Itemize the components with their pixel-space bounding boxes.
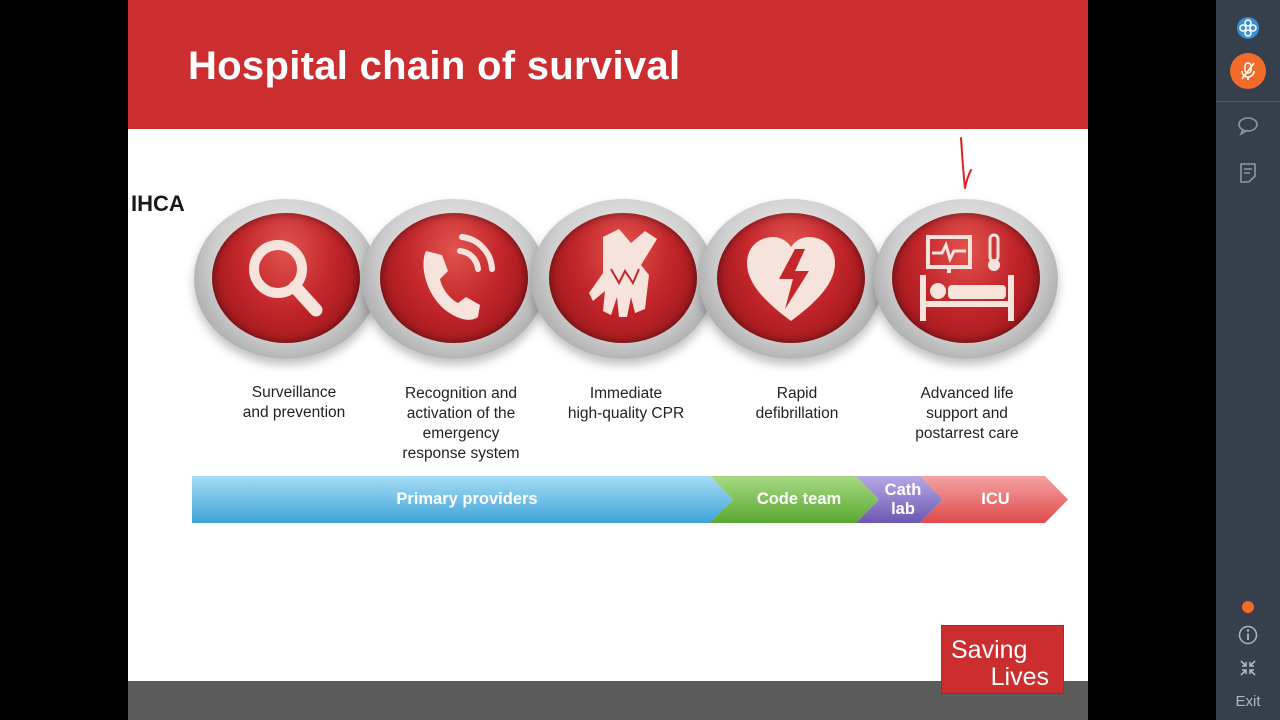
mic-muted-button[interactable] (1230, 53, 1266, 89)
chain-label-surveillance: Surveillance and prevention (242, 384, 346, 421)
slide-header: Hospital chain of survival (128, 0, 1088, 129)
ihca-label: IHCA (131, 191, 185, 216)
slide-footer-band (128, 681, 1088, 720)
saving-lives-logo: Saving Lives (942, 626, 1063, 693)
chain-label-advanced-care: Advanced life support and postarrest car… (915, 385, 1019, 442)
chain-link-defibrillation (699, 199, 883, 359)
chain-label-recognition: Recognition and activation of the emerge… (402, 385, 520, 462)
collapse-icon[interactable] (1238, 658, 1258, 678)
cath-lab-arrow (856, 476, 943, 523)
primary-providers-label: Primary providers (396, 490, 538, 508)
chat-icon[interactable] (1236, 115, 1260, 137)
code-team-arrow (710, 476, 879, 523)
magnifier-icon (249, 240, 323, 317)
primary-providers-arrow (192, 476, 733, 523)
pen-annotation-arrow (960, 137, 972, 189)
chain-label-defibrillation: Rapid defibrillation (755, 385, 839, 422)
chain-link-recognition (362, 199, 546, 359)
notes-icon[interactable] (1237, 161, 1259, 185)
provider-arrow-bar (192, 476, 1068, 523)
icu-arrow (920, 476, 1068, 523)
icu-label: ICU (981, 490, 1010, 508)
presentation-slide: Hospital chain of survival IHCA Surveill… (128, 0, 1088, 720)
code-team-label: Code team (756, 490, 842, 508)
chain-link-surveillance (194, 199, 378, 359)
cpr-hands-icon (589, 229, 657, 317)
app-logo-icon[interactable] (1236, 16, 1260, 40)
chain-link-cpr (531, 199, 715, 359)
mic-muted-icon (1241, 62, 1255, 80)
exit-button[interactable]: Exit (1235, 693, 1261, 710)
slide-title: Hospital chain of survival (188, 44, 681, 88)
viewer-sidebar: Exit (1216, 0, 1280, 720)
status-dot-icon (1242, 601, 1254, 613)
cath-lab-label: Cath lab (884, 480, 922, 518)
chain-label-cpr: Immediate high-quality CPR (567, 385, 685, 422)
info-icon[interactable] (1237, 624, 1259, 646)
hospital-bed-icon (920, 233, 1014, 321)
chain-link-advanced-care (874, 199, 1058, 359)
heart-defibrillation-icon (747, 237, 835, 321)
phone-icon (423, 234, 495, 320)
